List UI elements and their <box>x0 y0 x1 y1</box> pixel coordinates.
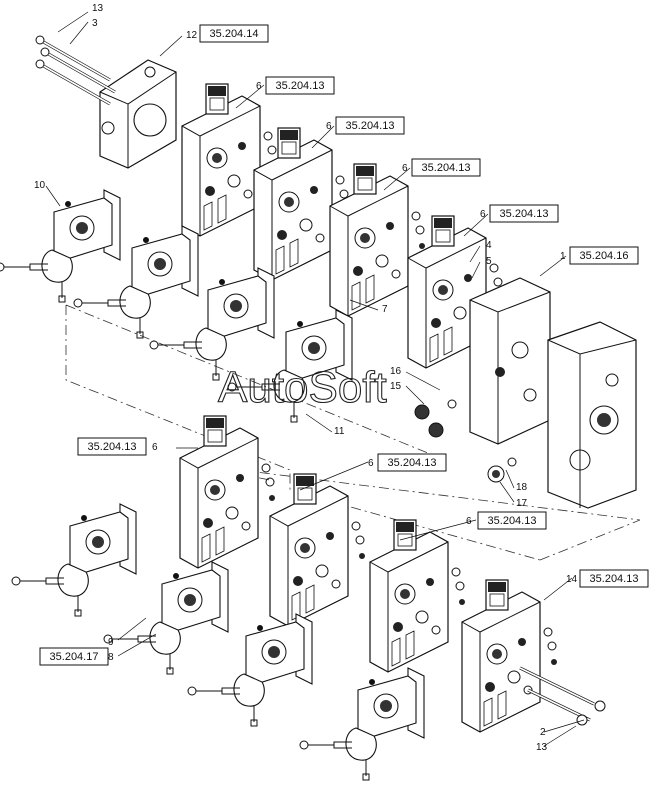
solenoid-assembly-8 <box>299 667 425 781</box>
ref-text: 35.204.13 <box>276 80 325 92</box>
callout-label: 6 <box>466 516 472 527</box>
ref-text: 35.204.13 <box>422 162 471 174</box>
callout-numbers: 13 3 12 6 6 6 6 1 10 4 5 7 16 15 11 18 1… <box>34 3 578 753</box>
callout-label: 13 <box>92 3 104 14</box>
ref-text: 35.204.13 <box>590 573 639 585</box>
solenoid-assembly-1 <box>0 189 121 303</box>
callout-label: 6 <box>256 81 262 92</box>
callout-label: 16 <box>390 366 402 377</box>
leader-lines <box>45 11 585 747</box>
callout-label: 9 <box>108 637 114 648</box>
valve-section-5 <box>179 415 276 569</box>
reference-boxes: 35.204.14 35.204.13 35.204.13 35.204.13 … <box>39 24 649 666</box>
solenoid-assembly-7 <box>187 613 313 727</box>
callout-label: 3 <box>92 18 98 29</box>
callout-label: 17 <box>516 498 528 509</box>
callout-label: 7 <box>382 304 388 315</box>
ref-box-12[interactable]: 35.204.14 <box>199 24 269 43</box>
callout-label: 1 <box>560 251 566 262</box>
end-cover-block <box>35 35 177 169</box>
watermark: AutoSoft <box>217 362 387 412</box>
callout-label: 6 <box>368 458 374 469</box>
callout-label: 4 <box>486 240 492 251</box>
ref-box-6e[interactable]: 35.204.13 <box>77 437 147 456</box>
callout-label: 8 <box>108 652 114 663</box>
solenoid-assembly-6 <box>103 561 229 675</box>
callout-label: 6 <box>152 442 158 453</box>
ref-box-6c[interactable]: 35.204.13 <box>411 158 481 177</box>
ref-box-14[interactable]: 35.204.13 <box>579 569 649 588</box>
callout-label: 5 <box>486 256 492 267</box>
ref-text: 35.204.17 <box>50 651 99 663</box>
solenoid-assembly-5 <box>11 503 137 617</box>
ref-box-6a[interactable]: 35.204.13 <box>265 76 335 95</box>
callout-label: 10 <box>34 180 46 191</box>
callout-label: 2 <box>540 727 546 738</box>
callout-label: 14 <box>566 574 578 585</box>
ref-text: 35.204.16 <box>580 250 629 262</box>
ref-box-1[interactable]: 35.204.16 <box>569 246 639 265</box>
callout-label: 13 <box>536 742 548 753</box>
ref-box-6d[interactable]: 35.204.13 <box>489 204 559 223</box>
valve-section-8 <box>461 579 558 733</box>
ref-box-6b[interactable]: 35.204.13 <box>335 116 405 135</box>
ref-text: 35.204.14 <box>210 28 259 40</box>
ref-box-8[interactable]: 35.204.17 <box>39 647 109 666</box>
valve-section-7 <box>369 519 466 673</box>
callout-label: 12 <box>186 30 198 41</box>
watermark-text: AutoSoft <box>218 363 387 412</box>
ref-text: 35.204.13 <box>488 515 537 527</box>
callout-label: 18 <box>516 482 528 493</box>
ref-box-6f[interactable]: 35.204.13 <box>377 453 447 472</box>
ref-text: 35.204.13 <box>500 208 549 220</box>
fittings <box>414 399 517 483</box>
callout-label: 15 <box>390 381 402 392</box>
ref-text: 35.204.13 <box>88 441 137 453</box>
callout-label: 6 <box>326 121 332 132</box>
inlet-section <box>469 277 637 509</box>
ref-box-6g[interactable]: 35.204.13 <box>477 511 547 530</box>
valve-section-6 <box>269 473 366 627</box>
callout-label: 11 <box>334 426 345 437</box>
callout-label: 6 <box>402 163 408 174</box>
callout-label: 6 <box>480 209 486 220</box>
ref-text: 35.204.13 <box>346 120 395 132</box>
tie-rods <box>519 666 606 726</box>
ref-text: 35.204.13 <box>388 457 437 469</box>
